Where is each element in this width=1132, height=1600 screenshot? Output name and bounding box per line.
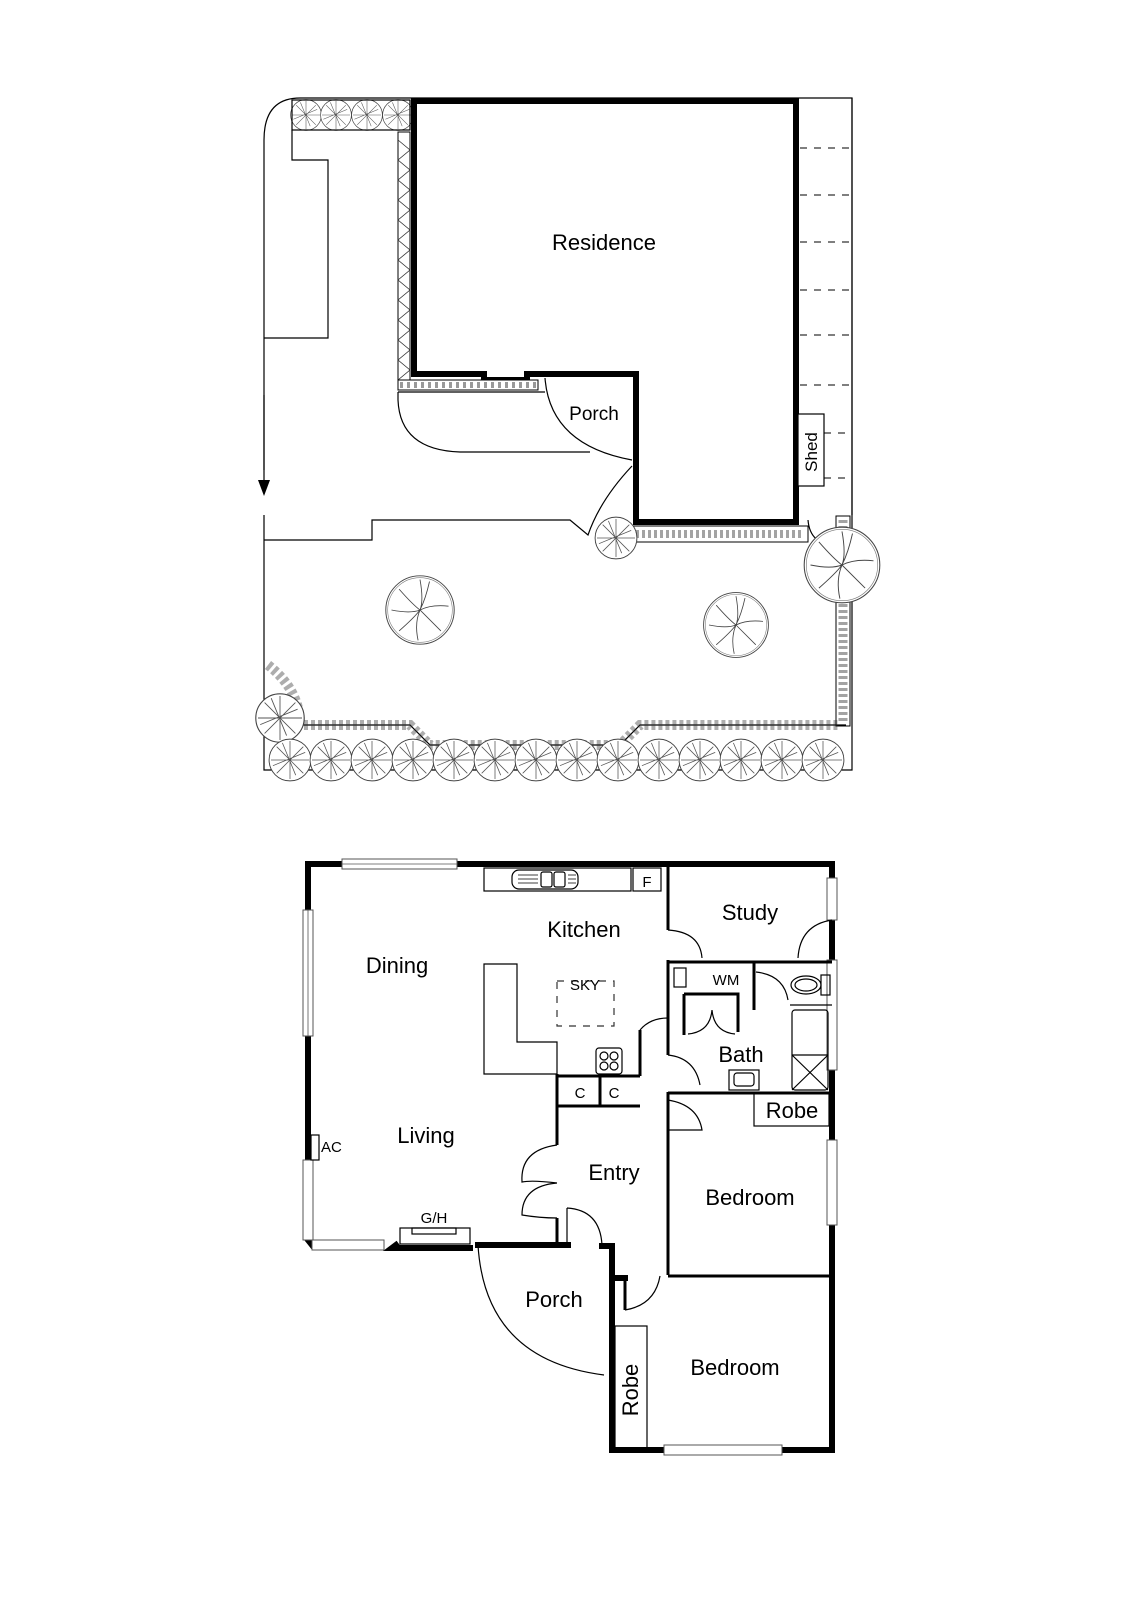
- tree-row-top: [290, 99, 414, 131]
- site-porch-label: Porch: [569, 404, 619, 425]
- dining-label: Dining: [366, 953, 428, 978]
- residence-label: Residence: [552, 230, 656, 255]
- air-conditioner: [310, 1134, 320, 1161]
- robe-1: [753, 1092, 830, 1127]
- basin-icon: [728, 1069, 760, 1091]
- shower-icon: [791, 1009, 829, 1091]
- bedroom-2-label: Bedroom: [690, 1355, 779, 1380]
- ac-label: AC: [321, 1139, 342, 1156]
- toilet-icon: [790, 974, 831, 996]
- porch-label: Porch: [525, 1287, 582, 1312]
- washing-machine: [673, 967, 687, 988]
- bedroom-1-label: Bedroom: [705, 1185, 794, 1210]
- double-door-icon: [521, 1144, 558, 1219]
- porch-door-swing: [477, 1244, 605, 1376]
- bath-label: Bath: [718, 1042, 763, 1067]
- kitchen-island: [483, 963, 558, 1075]
- front-door-icon: [566, 1207, 603, 1246]
- robe-1-label: Robe: [766, 1098, 819, 1123]
- site-plan: Residence Porch Shed: [255, 97, 881, 782]
- fridge-label: F: [642, 874, 651, 891]
- fridge: [632, 867, 662, 892]
- study-label: Study: [722, 900, 778, 925]
- living-label: Living: [397, 1123, 454, 1148]
- wm-label: WM: [713, 972, 740, 989]
- kitchen-label: Kitchen: [547, 917, 620, 942]
- entry-label: Entry: [588, 1160, 639, 1185]
- robe-2: [614, 1325, 648, 1449]
- side-path-dashes: [800, 147, 852, 479]
- gas-heater-label: G/H: [421, 1210, 448, 1227]
- residence-outline: [411, 98, 799, 525]
- driveway-arrow-icon: [258, 395, 270, 496]
- shed: [797, 413, 825, 487]
- tree-icon: [385, 575, 455, 645]
- cooktop-icon: [595, 1047, 623, 1075]
- kitchen-bench: [483, 867, 632, 892]
- hedge-left: [397, 131, 411, 391]
- robe-2-label: Robe: [618, 1364, 643, 1417]
- sink-icon: [511, 869, 579, 890]
- shed-label: Shed: [802, 432, 821, 472]
- bedroom-door-icon: [667, 1099, 703, 1131]
- skylight: [556, 980, 615, 1027]
- cupboard-label-2: C: [609, 1085, 620, 1102]
- cupboard-label-1: C: [575, 1085, 586, 1102]
- property-boundary: [263, 97, 853, 771]
- floor-plan: F Kitchen Dining SKY C C Living AC: [302, 858, 838, 1456]
- gas-heater: [399, 1227, 471, 1245]
- skylight-label: SKY: [570, 977, 600, 994]
